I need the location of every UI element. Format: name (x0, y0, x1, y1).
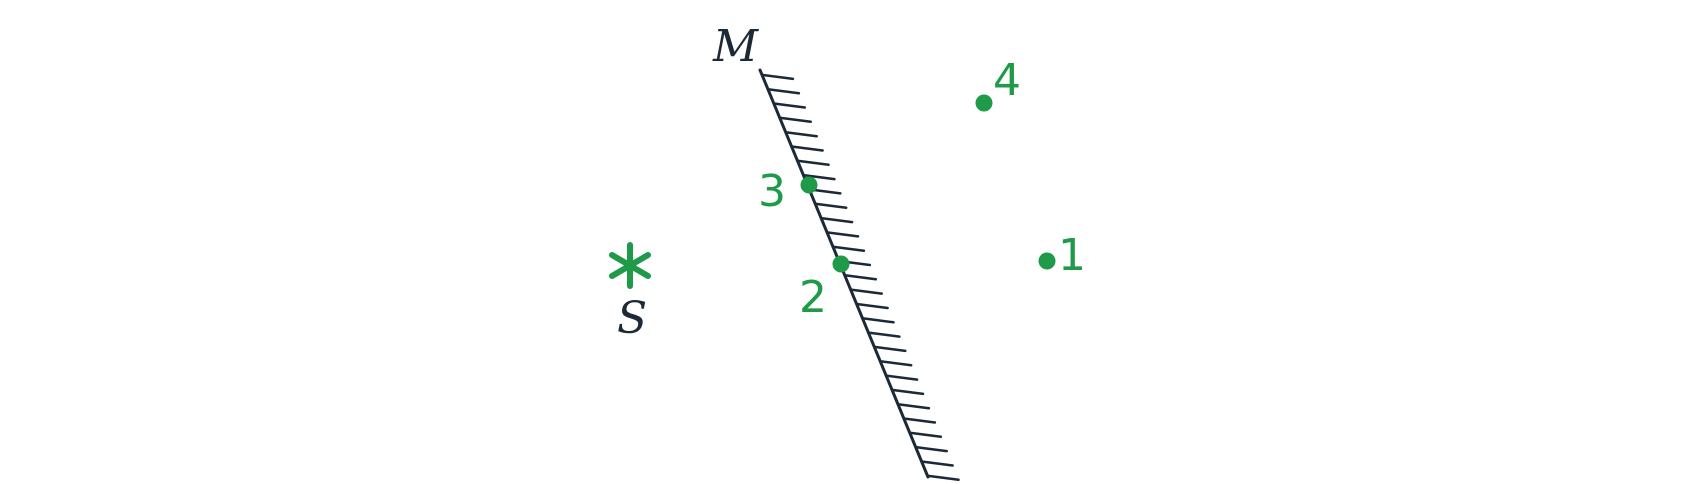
source: S (609, 242, 651, 344)
point-label: 4 (993, 55, 1021, 106)
point-label: 3 (758, 166, 786, 217)
mirror: M (712, 21, 960, 482)
hatch-mark (878, 359, 913, 367)
hatch-mark (825, 231, 860, 238)
hatch-mark (766, 87, 801, 95)
hatch-mark (914, 445, 948, 453)
mirror-hatching (760, 73, 960, 482)
hatch-mark (896, 402, 931, 410)
hatch-mark (867, 331, 901, 338)
point-2: 2 (799, 255, 850, 323)
hatch-mark (902, 417, 937, 424)
hatch-mark (884, 374, 919, 381)
hatch-mark (784, 130, 818, 138)
point-dot (800, 176, 818, 194)
point-1: 1 (1038, 230, 1086, 281)
point-4: 4 (975, 55, 1021, 112)
hatch-mark (772, 102, 807, 109)
hatch-mark (908, 431, 943, 439)
point-dot (832, 255, 850, 273)
hatch-mark (873, 345, 907, 353)
point-label: 2 (799, 272, 827, 323)
hatch-mark (843, 274, 878, 281)
hatch-mark (849, 288, 883, 295)
point-label: 1 (1058, 230, 1086, 281)
mirror-label: M (712, 21, 759, 72)
hatch-mark (796, 159, 830, 167)
hatch-mark (790, 145, 824, 152)
source-label: S (617, 293, 647, 344)
hatch-mark (760, 73, 795, 81)
hatch-mark (831, 245, 866, 252)
hatch-mark (819, 216, 854, 224)
point-dot (1038, 252, 1056, 270)
mirror-line (758, 68, 930, 479)
hatch-mark (802, 173, 836, 181)
point-dot (975, 94, 993, 112)
asterisk-icon (609, 242, 651, 289)
hatch-mark (920, 460, 954, 467)
hatch-mark (926, 474, 960, 482)
hatch-mark (855, 302, 889, 310)
hatch-mark (778, 116, 812, 124)
point-3: 3 (758, 166, 818, 217)
hatch-mark (813, 202, 848, 209)
hatch-mark (861, 317, 895, 324)
hatch-mark (890, 388, 925, 396)
